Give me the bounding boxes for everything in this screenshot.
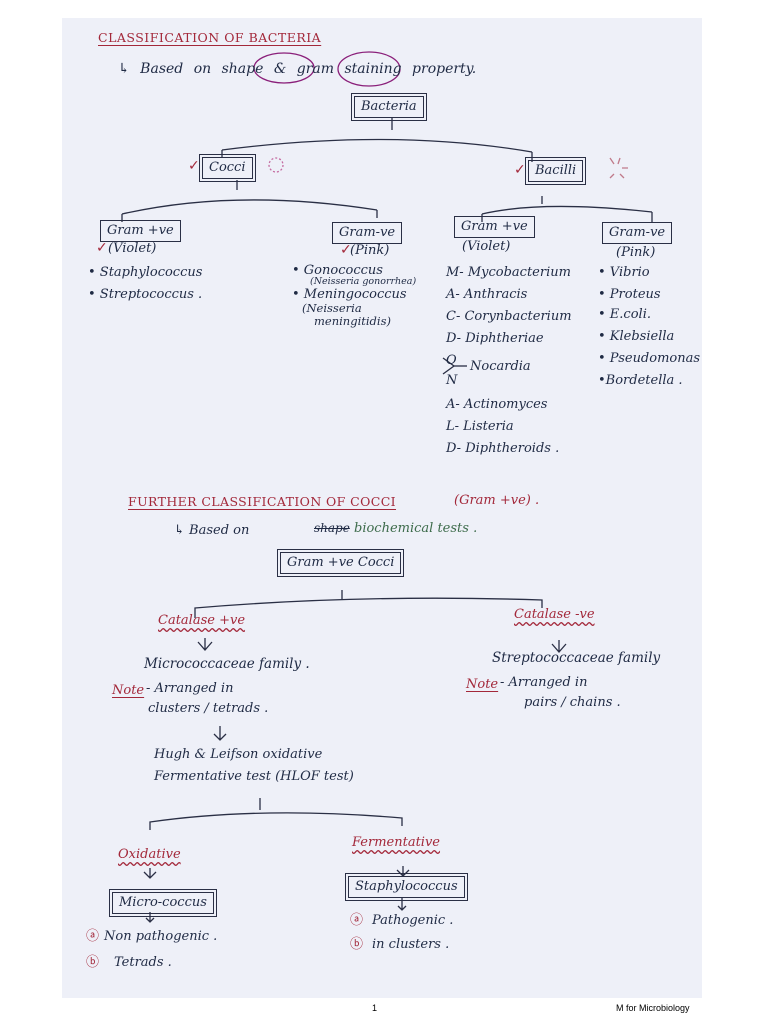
bacilli-negative-item: • Proteus	[598, 287, 661, 302]
catalase-positive: Catalase +ve	[158, 613, 246, 628]
bacilli-positive-item: A- Anthracis	[446, 287, 528, 302]
page-title: CLASSIFICATION OF BACTERIA	[98, 30, 322, 45]
bacilli-positive-stain: (Violet)	[462, 239, 511, 254]
further-title: FURTHER CLASSIFICATION OF COCCI	[128, 494, 397, 509]
micrococcus-box: Micro-coccus	[109, 889, 217, 917]
bacilli-negative-item: • Pseudomonas	[598, 351, 701, 366]
cocci-positive-item: • Streptococcus .	[88, 287, 203, 302]
notebook-page: CLASSIFICATION OF BACTERIA ↳ Based on sh…	[62, 18, 702, 998]
struck-word: shape	[314, 521, 350, 535]
hlof-line1: Hugh & Leifson oxidative	[154, 747, 323, 762]
further-title-suffix: (Gram +ve) .	[454, 493, 540, 508]
cocci-negative-item: • Meningococcus	[292, 287, 407, 302]
further-based-rest: biochemical tests .	[354, 521, 478, 536]
bacilli-gram-positive-box: Gram +ve	[454, 216, 535, 238]
cocci-negative-note: meningitidis)	[314, 314, 391, 328]
gram-positive-cocci-box: Gram +ve Cocci	[276, 549, 405, 577]
bacilli-positive-item: L- Listeria	[446, 419, 514, 434]
bacilli-positive-item: D- Diphtheroids .	[446, 441, 560, 456]
note-label: Note	[466, 677, 499, 692]
bacilli-positive-item: C- Corynbacterium	[446, 309, 572, 324]
point-a-icon: ⓐ	[350, 913, 364, 928]
bacilli-negative-item: • Vibrio	[598, 265, 650, 280]
note-negative-line2: pairs / chains .	[524, 695, 621, 710]
cocci-gram-negative-box: Gram-ve	[332, 222, 403, 244]
catalase-negative: Catalase -ve	[514, 607, 595, 622]
bacilli-negative-item: • Klebsiella	[598, 329, 675, 344]
staphylococcus-box: Staphylococcus	[345, 873, 468, 901]
cocci-positive-stain: (Violet)	[108, 241, 157, 256]
note-negative-line1: - Arranged in	[500, 675, 588, 690]
check-icon: ✓	[340, 242, 352, 258]
bacilli-positive-item: M- Mycobacterium	[446, 265, 571, 280]
bacilli-o-letter: O	[446, 353, 457, 368]
cocci-negative-item: • Gonococcus	[292, 263, 383, 278]
connector-lines	[121, 51, 653, 923]
point-b-icon: ⓑ	[86, 955, 100, 970]
micrococcaceae-family: Micrococcaceae family .	[144, 656, 310, 672]
cocci-negative-stain: (Pink)	[350, 243, 390, 258]
bacilli-positive-item: A- Actinomyces	[446, 397, 548, 412]
bacilli-negative-item: •Bordetella .	[598, 373, 683, 388]
subtitle: ↳ Based on shape & gram staining propert…	[118, 61, 477, 77]
point-a-icon: ⓐ	[86, 929, 100, 944]
point-b-icon: ⓑ	[350, 937, 364, 952]
fermentative-label: Fermentative	[352, 835, 441, 850]
bacilli-gram-negative-box: Gram-ve	[602, 222, 673, 244]
further-based-label: ↳ Based on	[174, 523, 250, 538]
note-positive-line1: - Arranged in	[146, 681, 234, 696]
check-icon: ✓	[188, 158, 200, 174]
check-icon: ✓	[514, 162, 526, 178]
fermentative-point-b: in clusters .	[372, 937, 450, 952]
streptococcaceae-family: Streptococcaceae family	[492, 650, 661, 666]
footer-credit: M for Microbiology	[616, 1003, 690, 1013]
bacilli-positive-item: D- Diphtheriae	[446, 331, 544, 346]
cocci-positive-item: • Staphylococcus	[88, 265, 203, 280]
bacilli-negative-stain: (Pink)	[616, 245, 656, 260]
check-icon: ✓	[96, 240, 108, 256]
bacilli-n-letter: N	[446, 373, 458, 388]
note-positive-line2: clusters / tetrads .	[148, 701, 269, 716]
oxidative-point-b: Tetrads .	[114, 955, 172, 970]
cocci-box: Cocci	[199, 154, 256, 182]
oxidative-point-a: Non pathogenic .	[104, 929, 218, 944]
oxidative-label: Oxidative	[118, 847, 181, 862]
bacteria-box: Bacteria	[351, 93, 427, 121]
bacilli-negative-item: • E.coli.	[598, 307, 651, 322]
note-label: Note	[112, 683, 145, 698]
cocci-negative-note: (Neisseria gonorrhea)	[310, 276, 417, 287]
bacilli-box: Bacilli	[524, 157, 587, 185]
fermentative-point-a: Pathogenic .	[372, 913, 454, 928]
page-number: 1	[372, 1003, 378, 1013]
cocci-negative-note: (Neisseria	[302, 301, 362, 315]
cocci-gram-positive-box: Gram +ve	[100, 220, 181, 242]
nocardia-label: Nocardia	[470, 359, 531, 374]
hlof-line2: Fermentative test (HLOF test)	[154, 769, 354, 784]
